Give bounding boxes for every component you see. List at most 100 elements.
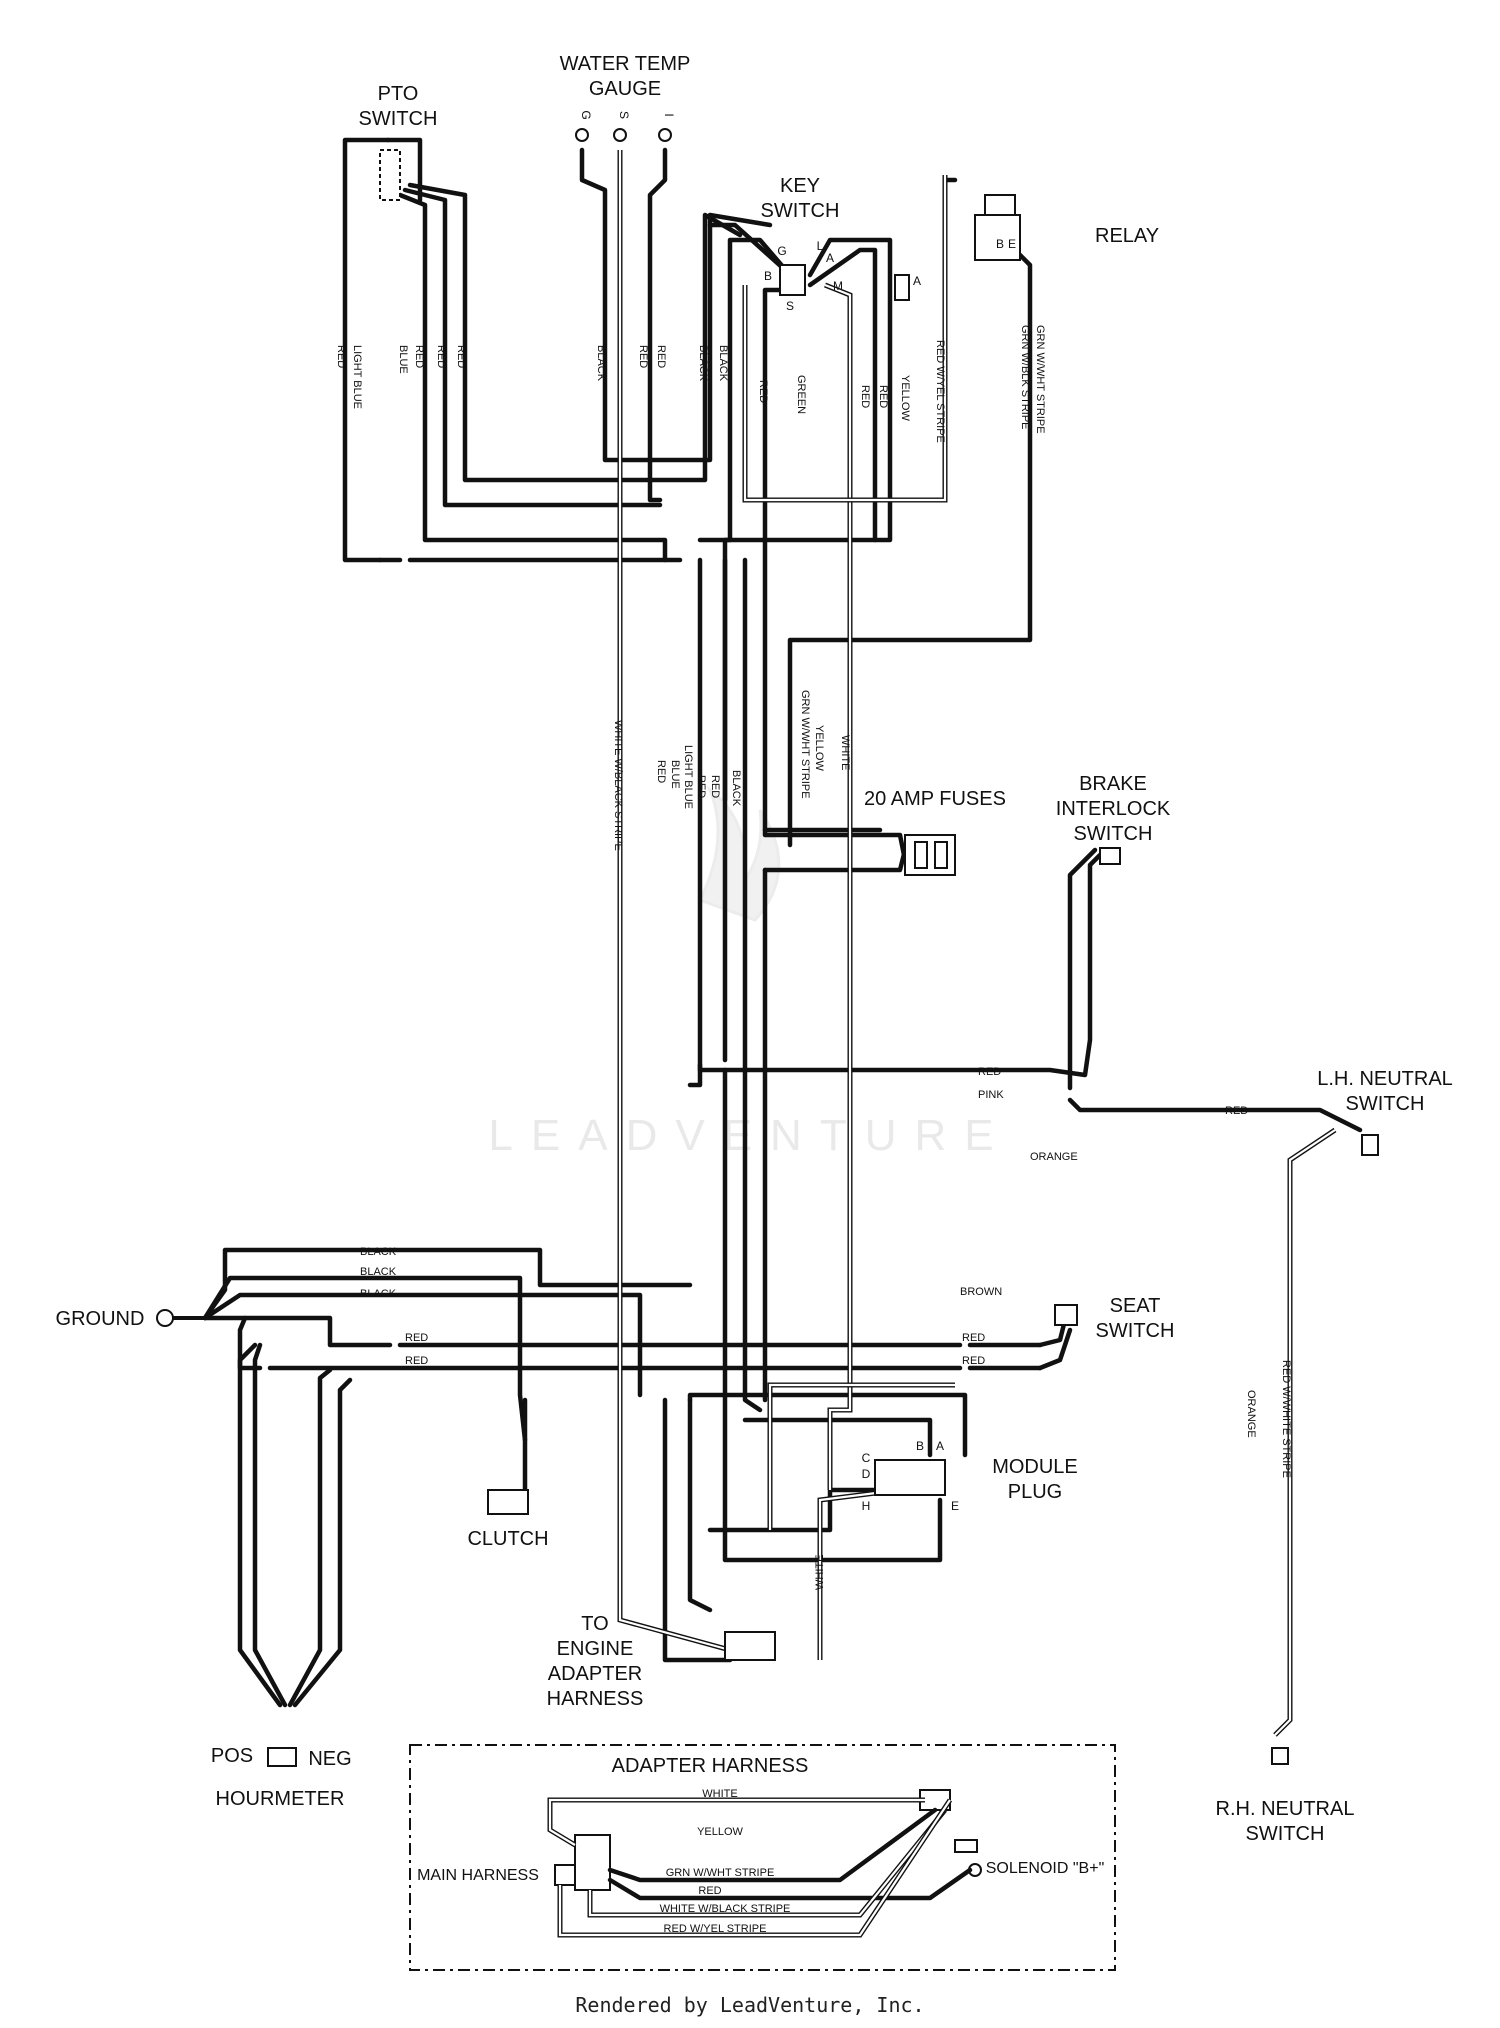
label-grn-blk: GRN W/BLK STRIPE — [1019, 325, 1031, 430]
relay-pin-e: E — [1008, 237, 1016, 251]
ah-label-yellow: YELLOW — [697, 1826, 743, 1838]
wire-group-main — [202, 137, 1363, 1708]
seat-switch: SEAT SWITCH — [1054, 1295, 1175, 1342]
brake-switch: BRAKE INTERLOCK SWITCH — [1056, 773, 1171, 865]
label-red-seat-1: RED — [962, 1332, 985, 1344]
label-red-ground-2: RED — [405, 1355, 428, 1367]
wire-red-lh — [1067, 1097, 1363, 1133]
rh-neutral-switch: R.H. NEUTRAL SWITCH — [1216, 1747, 1354, 1845]
hourmeter: POS NEG HOURMETER — [211, 1745, 352, 1810]
label-white-module: WHITE — [814, 1555, 826, 1590]
key-connector: A — [894, 274, 921, 301]
label-black-gauge: BLACK — [595, 345, 607, 382]
water-temp-gauge: WATER TEMP GAUGE G S I — [560, 53, 691, 142]
label-yellow-mid: YELLOW — [813, 725, 825, 771]
label-red-pto: RED — [335, 345, 347, 368]
module-pin-a: A — [936, 1439, 944, 1453]
label-red-mid-2: RED — [695, 775, 707, 798]
fuses-title: 20 AMP FUSES — [864, 788, 1006, 810]
gauge-pin-g: G — [579, 110, 593, 119]
fuses: 20 AMP FUSES — [864, 788, 1006, 876]
label-red-brake: RED — [978, 1066, 1001, 1078]
label-red-gauge-2: RED — [655, 345, 667, 368]
brake-connector-icon — [1099, 847, 1121, 865]
label-red-seat-2: RED — [962, 1355, 985, 1367]
engine-title-3: ADAPTER — [548, 1663, 642, 1685]
relay: RELAY B E — [974, 194, 1159, 261]
engine-title-2: ENGINE — [557, 1638, 634, 1660]
wire-fuse-top — [762, 827, 908, 863]
ah-label-white-black: WHITE W/BLACK STRIPE — [660, 1903, 791, 1915]
ground: GROUND — [56, 1308, 205, 1330]
water-temp-title-1: WATER TEMP — [560, 53, 691, 75]
wire-black-trunk — [687, 557, 703, 1088]
wire-redyel-inner — [743, 175, 947, 502]
module-plug-connector-icon — [874, 1459, 946, 1496]
seat-title-1: SEAT — [1110, 1295, 1161, 1317]
label-red-lh: RED — [1225, 1105, 1248, 1117]
key-pin-a: A — [826, 251, 834, 265]
brake-title-1: BRAKE — [1079, 773, 1147, 795]
wire-green-inner — [768, 1383, 955, 1530]
key-switch-title-2: SWITCH — [761, 200, 840, 222]
wire-white-inner — [824, 283, 852, 1490]
spade-connector-icon — [894, 274, 910, 301]
relay-title: RELAY — [1095, 225, 1159, 247]
wire-white-outer — [824, 282, 853, 1490]
label-black-key: BLACK — [697, 345, 709, 382]
main-harness-tab-icon — [554, 1864, 576, 1886]
wire-ground-black-2 — [202, 1275, 528, 1443]
label-red-pto-4: RED — [455, 345, 467, 368]
engine-adapter-connector-icon — [724, 1631, 776, 1661]
adapter-harness: ADAPTER HARNESS MAIN HARNESS SOLENOID "B… — [409, 1744, 1116, 1971]
wire-seat-red-2 — [1037, 1327, 1073, 1371]
ah-red — [607, 1867, 973, 1901]
wire-black-trunk-2 — [742, 557, 763, 1413]
label-red-white: RED W/WHITE STRIPE — [1280, 1360, 1292, 1478]
wire-key-black — [697, 237, 793, 543]
wire-hourmeter-pos — [237, 1315, 283, 1708]
wire-ground-red-1 — [202, 1315, 393, 1348]
watermark-text: LEADVENTURE — [488, 1111, 1011, 1160]
gauge-pin-i: I — [662, 113, 676, 116]
wire-pto-red — [342, 137, 391, 563]
label-red-pto-2: RED — [413, 345, 425, 368]
label-red-gauge: RED — [637, 345, 649, 368]
label-red-yel: RED W/YEL STRIPE — [934, 340, 946, 443]
ah-label-white: WHITE — [702, 1788, 737, 1800]
clutch-title: CLUTCH — [467, 1528, 548, 1550]
label-brown: BROWN — [960, 1286, 1002, 1298]
wire-fuse-bottom — [762, 847, 908, 873]
wire-brake-pink — [1067, 847, 1098, 1091]
brake-title-3: SWITCH — [1074, 823, 1153, 845]
label-red-mid: RED — [655, 760, 667, 783]
seat-title-2: SWITCH — [1096, 1320, 1175, 1342]
label-white-mid: WHITE — [839, 735, 851, 770]
solenoid-label: SOLENOID "B+" — [986, 1860, 1105, 1877]
key-pin-g: G — [777, 244, 786, 258]
label-black-ground-1: BLACK — [360, 1246, 397, 1258]
pto-switch-connector-icon — [379, 149, 401, 201]
key-connector-pin-a: A — [913, 274, 921, 288]
main-harness-connector-icon — [574, 1834, 611, 1891]
label-blue-mid: BLUE — [669, 760, 681, 789]
label-red-key-3: RED — [877, 385, 889, 408]
gauge-pin-s: S — [617, 111, 631, 119]
lh-neutral-switch: L.H. NEUTRAL SWITCH — [1317, 1068, 1453, 1156]
module-title-1: MODULE — [992, 1456, 1078, 1478]
adapter-harness-border — [409, 1744, 1116, 1971]
label-black-ground-2: BLACK — [360, 1266, 397, 1278]
ah-label-red: RED — [698, 1885, 721, 1897]
hourmeter-neg: NEG — [308, 1748, 351, 1770]
wire-rh-inner — [1274, 1129, 1336, 1736]
module-title-2: PLUG — [1008, 1481, 1062, 1503]
watermark: LEADVENTURE — [488, 785, 1011, 1160]
engine-title-4: HARNESS — [547, 1688, 644, 1710]
wire-key-yellow — [807, 247, 878, 543]
wire-module-2 — [742, 1417, 933, 1458]
fuse-icon — [934, 841, 948, 869]
lh-neutral-title-2: SWITCH — [1346, 1093, 1425, 1115]
label-black-mid: BLACK — [730, 770, 742, 807]
label-red-mid-3: RED — [709, 775, 721, 798]
